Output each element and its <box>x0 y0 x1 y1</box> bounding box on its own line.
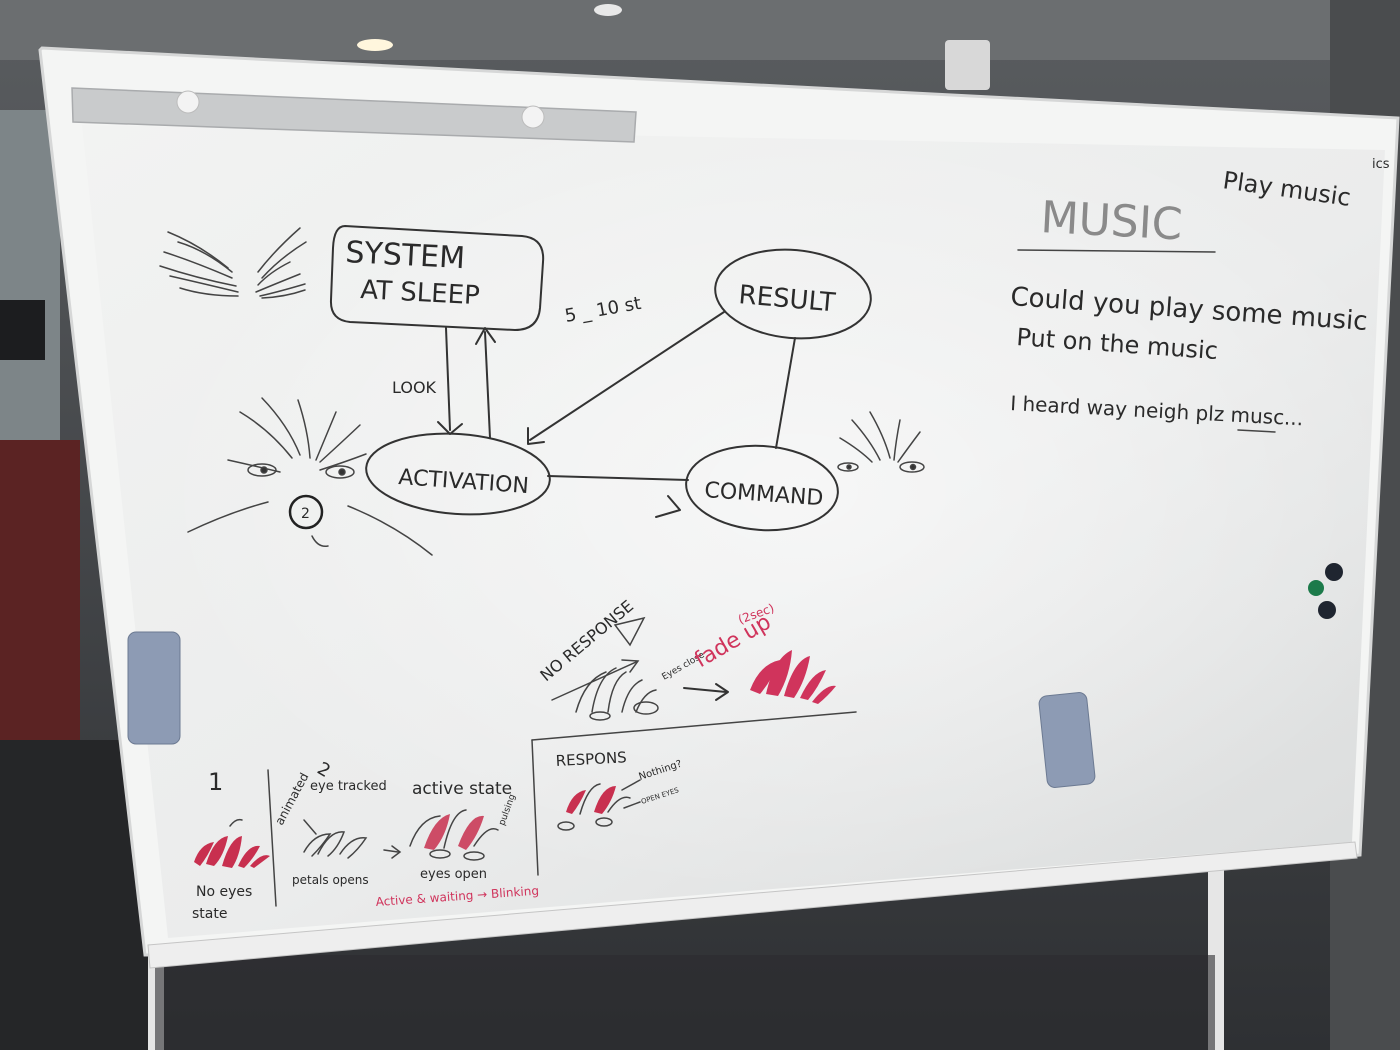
section-divider-horizontal <box>531 711 857 741</box>
system-sleep-box <box>329 225 545 331</box>
active-petals-sketch <box>383 809 499 861</box>
sleeping-eyes-sketch <box>159 227 307 299</box>
look-arrow <box>445 327 451 431</box>
system-sleep-line1: SYSTEM <box>345 235 466 276</box>
numbered-marker-label: 2 <box>301 506 310 522</box>
respons-label: RESPONS <box>555 748 627 770</box>
magnets <box>1308 563 1343 619</box>
right-board-clip <box>1038 692 1096 788</box>
step-one-label: 1 <box>208 768 223 796</box>
result-to-command-line <box>775 337 796 449</box>
red-petals-sketch <box>750 650 836 704</box>
active-state-label: active state <box>412 779 512 799</box>
no-response-arrow <box>551 661 637 701</box>
respons-petals-sketch <box>557 779 641 831</box>
eyes-open-label: eyes open <box>420 867 487 882</box>
fading-petals-sketch <box>575 667 659 721</box>
music-heading: MUSIC <box>1039 192 1183 250</box>
board-stand <box>148 870 1224 1050</box>
no-eyes-petals <box>194 836 270 868</box>
corner-fragment: ics <box>1372 157 1390 172</box>
numbered-marker-circle <box>288 494 324 530</box>
return-arrow <box>484 331 491 439</box>
section-divider-vertical <box>531 739 539 876</box>
command-node <box>685 444 839 532</box>
eye-tracked-label: eye tracked <box>310 779 387 794</box>
command-eyes-sketch <box>837 411 925 473</box>
system-sleep-line2: AT SLEEP <box>360 275 481 311</box>
no-eyes-line2: state <box>192 906 227 922</box>
look-label: LOOK <box>392 378 437 397</box>
result-node <box>714 248 872 340</box>
petals-open-sketch <box>303 831 368 859</box>
activation-node <box>365 432 551 516</box>
left-board-clip <box>127 631 181 745</box>
step-divider <box>267 769 277 907</box>
top-rail <box>71 87 637 143</box>
music-heading-underline <box>1017 249 1216 253</box>
result-to-activation-arrow <box>529 311 725 441</box>
marker-tray <box>147 841 1358 969</box>
no-eyes-line1: No eyes <box>196 884 252 900</box>
open-eyes-sketch <box>187 397 433 556</box>
activation-to-command-line <box>547 475 689 481</box>
petals-open-label: petals opens <box>292 873 369 887</box>
